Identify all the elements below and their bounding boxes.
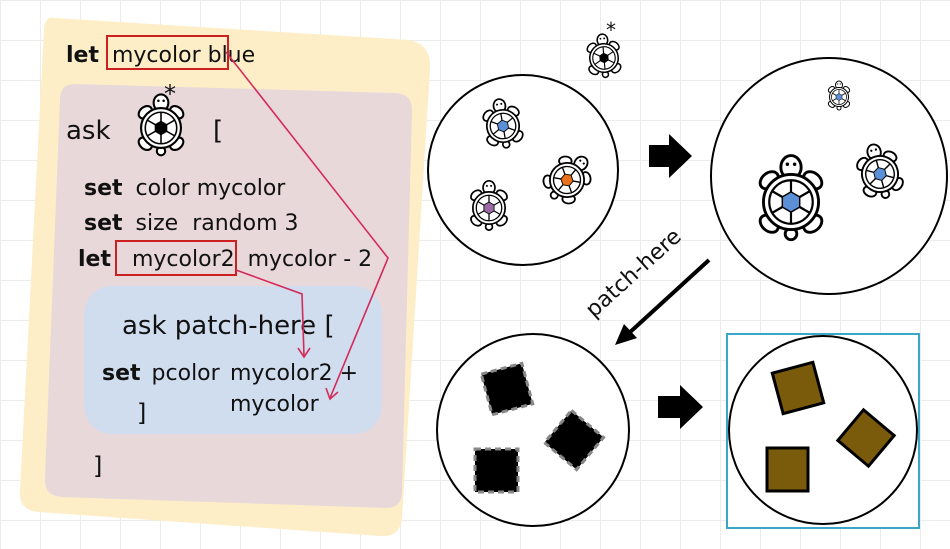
turtle-icon	[477, 94, 528, 153]
turtle-icon	[468, 179, 510, 231]
diagonal-arrow-icon	[615, 258, 711, 345]
pcolor-value-line2: mycolor	[230, 392, 319, 417]
highlight-box-mycolor2	[115, 240, 237, 276]
code-line-let-mycolor2: let mycolor2 mycolor - 2	[78, 247, 372, 272]
code-line-set-size: set size random 3	[84, 211, 299, 236]
pointer-arrow-mycolor	[225, 51, 389, 401]
turtle-icon	[826, 80, 852, 111]
set-size-expression: size random 3	[135, 211, 299, 236]
outer-close-bracket: ]	[93, 452, 103, 480]
let2-variable: mycolor2	[131, 247, 235, 272]
inner-panel	[84, 286, 382, 434]
patch-square-icon	[770, 360, 826, 416]
code-line-set-color: set color mycolor	[84, 176, 285, 201]
highlight-box-mycolor	[106, 35, 229, 70]
turtle-icon	[534, 143, 603, 213]
patch-square-icon	[542, 408, 606, 472]
right-arrow-icon	[658, 385, 703, 429]
patches-before-circle	[436, 333, 630, 527]
pointer-arrow-mycolor2	[235, 269, 311, 359]
turtle-icon	[849, 137, 909, 205]
let2-expression: mycolor - 2	[247, 247, 373, 272]
inner-ask-patch-here: ask patch-here [	[122, 311, 335, 341]
set-color-expression: color mycolor	[135, 176, 286, 201]
turtles-before-circle	[427, 74, 619, 266]
keyword-let: let	[66, 43, 99, 68]
keyword-let: let	[78, 247, 111, 272]
code-line-set-pcolor: set pcolor	[102, 361, 220, 386]
set-pcolor-target: pcolor	[151, 361, 220, 386]
code-line-let-mycolor: let mycolor blue	[66, 43, 255, 68]
let-expression: mycolor blue	[111, 43, 256, 68]
turtle-icon	[583, 31, 625, 80]
ask-open-bracket: [	[213, 116, 224, 146]
turtle-icon	[135, 93, 187, 157]
patch-square-icon	[765, 446, 810, 493]
keyword-set: set	[84, 176, 123, 201]
turtles-after-circle	[710, 57, 948, 295]
patch-square-icon	[479, 361, 535, 417]
patch-square-icon	[835, 407, 897, 469]
inner-close-bracket: ]	[137, 399, 147, 427]
keyword-set: set	[102, 361, 141, 386]
asterisk-mark: *	[606, 18, 616, 42]
patch-square-icon	[473, 447, 520, 494]
ask-keyword: ask	[66, 116, 111, 146]
right-arrow-icon	[649, 134, 692, 178]
turtle-icon	[755, 154, 827, 242]
keyword-set: set	[84, 211, 123, 236]
